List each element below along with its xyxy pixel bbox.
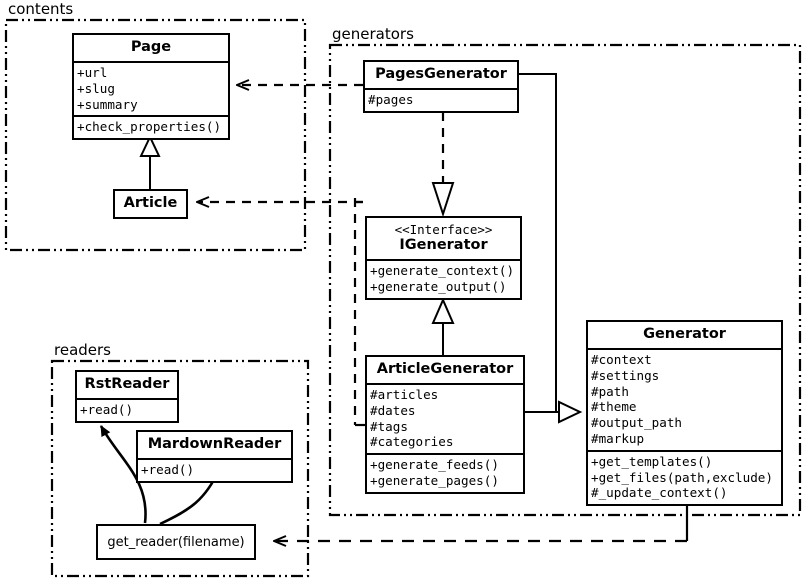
edge-pagesgenerator-realizes-igenerator [431, 112, 455, 218]
attribute: +summary [77, 96, 138, 112]
edge-generator-depends-getreader [275, 502, 689, 541]
method: +generate_feeds() [370, 457, 499, 473]
edge-dependency-spine [353, 198, 365, 427]
class-mardown-reader-name: MardownReader [147, 436, 282, 452]
class-article-generator[interactable]: ArticleGenerator #articles #dates #tags … [365, 355, 525, 494]
class-igenerator-stereotype: <<Interface>> [394, 222, 493, 237]
class-mardown-reader-methods: +read() [138, 458, 291, 481]
method: +generate_pages() [370, 472, 499, 488]
edge-article-generalizes-page [139, 134, 161, 189]
class-page-methods: +check_properties() [74, 115, 228, 138]
class-generator-attributes: #context #settings #path #theme #output_… [588, 348, 781, 450]
class-article-generator-name: ArticleGenerator [376, 361, 514, 377]
method: +generate_output() [370, 278, 507, 294]
class-rst-reader-methods: +read() [77, 398, 177, 421]
class-article[interactable]: Article [113, 189, 188, 219]
function-get-reader-label: get_reader(filename) [107, 534, 245, 550]
class-generator-name: Generator [643, 326, 726, 342]
attribute: #theme [591, 399, 637, 415]
class-rst-reader-name: RstReader [84, 376, 170, 392]
attribute: #context [591, 352, 652, 367]
attribute: +slug [77, 80, 115, 96]
class-igenerator-name: IGenerator [399, 237, 488, 253]
edge-generators-generalize-generator [519, 73, 583, 480]
attribute: #output_path [591, 415, 682, 431]
method: +generate_context() [370, 263, 515, 278]
class-pages-generator-attributes: #pages [365, 88, 517, 111]
class-page-name: Page [130, 39, 172, 55]
attribute: #path [591, 383, 629, 399]
class-generator[interactable]: Generator #context #settings #path #them… [586, 320, 783, 507]
attribute: #categories [370, 434, 454, 450]
edge-articlegenerator-generalizes-igenerator [431, 297, 455, 355]
method: +read() [80, 402, 134, 417]
method: +get_templates() [591, 453, 713, 469]
class-page-attributes: +url +slug +summary [74, 61, 228, 115]
function-get-reader[interactable]: get_reader(filename) [96, 524, 256, 560]
method: #_update_context() [591, 485, 728, 501]
attribute: +url [77, 65, 108, 80]
attribute: #dates [370, 402, 416, 418]
class-mardown-reader[interactable]: MardownReader +read() [136, 430, 293, 483]
class-article-name: Article [123, 195, 178, 211]
class-generator-methods: +get_templates() +get_files(path,exclude… [588, 449, 781, 504]
method: +check_properties() [77, 119, 222, 135]
class-article-generator-methods: +generate_feeds() +generate_pages() [367, 453, 523, 492]
attribute: #tags [370, 418, 408, 434]
attribute: #settings [591, 367, 660, 383]
package-label-generators: generators [330, 25, 416, 43]
attribute: #pages [368, 92, 414, 107]
attribute: #articles [370, 387, 439, 402]
class-article-generator-attributes: #articles #dates #tags #categories [367, 383, 523, 453]
method: +get_files(path,exclude) [591, 469, 773, 485]
attribute: #markup [591, 430, 645, 446]
class-pages-generator[interactable]: PagesGenerator #pages [363, 60, 519, 113]
class-igenerator-methods: +generate_context() +generate_output() [367, 259, 520, 298]
class-igenerator[interactable]: <<Interface>> IGenerator +generate_conte… [365, 216, 522, 300]
method: +read() [141, 462, 195, 477]
package-label-contents: contents [6, 0, 76, 18]
class-rst-reader[interactable]: RstReader +read() [75, 370, 179, 423]
class-page[interactable]: Page +url +slug +summary +check_properti… [72, 33, 230, 141]
package-label-readers: readers [52, 341, 113, 359]
class-pages-generator-name: PagesGenerator [375, 66, 507, 82]
